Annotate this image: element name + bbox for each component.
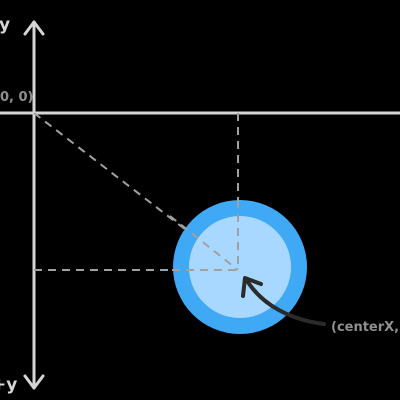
y-axis-bottom-label: +y xyxy=(0,375,17,395)
circle-inner xyxy=(189,216,291,318)
y-axis xyxy=(23,20,45,390)
center-arrow-head xyxy=(241,276,263,298)
y-axis-top-arrowhead xyxy=(23,20,45,36)
origin-label: (0, 0) xyxy=(0,90,33,105)
y-axis-bottom-arrowhead xyxy=(23,374,45,390)
center-arrow-shaft xyxy=(244,277,326,326)
center-label: (centerX, xyxy=(331,320,399,335)
diagonal-guide-overlay xyxy=(169,215,239,271)
center-arrow xyxy=(241,276,326,326)
y-axis-top-label: -y xyxy=(0,15,10,35)
guide-lines-overlay xyxy=(169,200,239,271)
